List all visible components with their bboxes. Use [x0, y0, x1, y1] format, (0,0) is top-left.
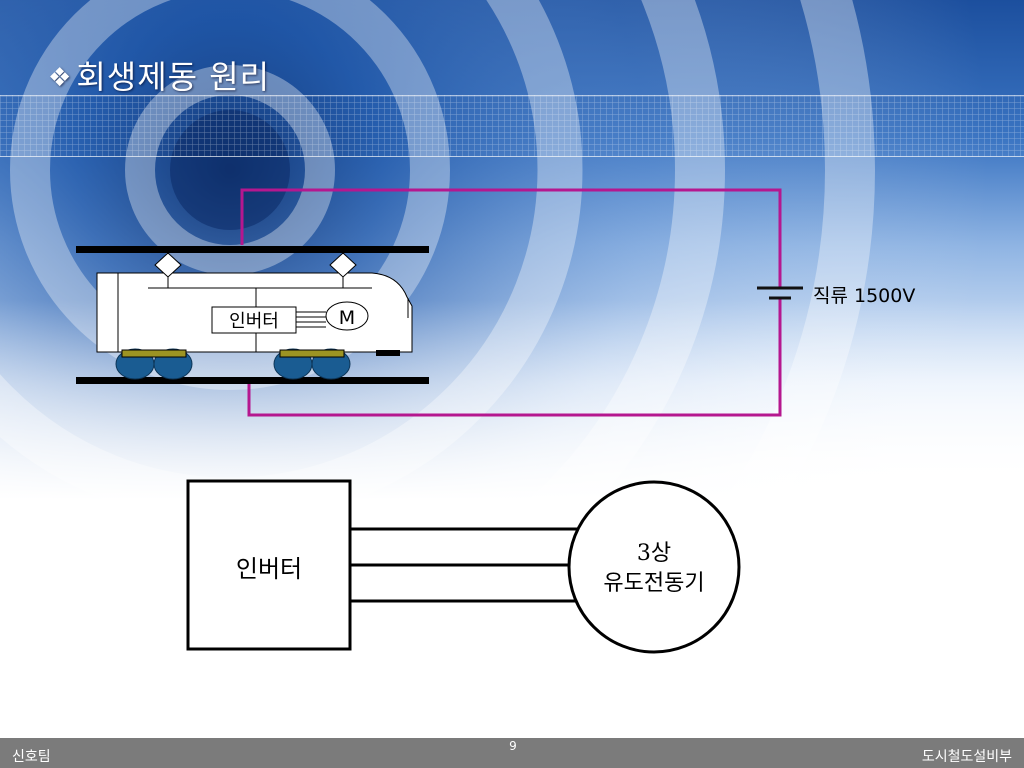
train-motor-icon: [325, 301, 369, 331]
dc-battery-icon: [757, 286, 803, 300]
diamond-bullet-icon: ❖: [48, 63, 73, 93]
track-rail: [76, 377, 429, 384]
inverter-box: [186, 479, 352, 651]
train-motor-label: M: [339, 307, 355, 329]
overhead-line: [76, 246, 429, 253]
train-inverter-label: 인버터: [229, 311, 279, 332]
bogie-frame: [121, 349, 187, 358]
rear-bogie: [273, 348, 351, 380]
circuit-wire-bottom: [247, 298, 782, 417]
power-circuit: [240, 188, 782, 417]
three-phase-lines: [350, 527, 583, 603]
pantograph-icon: [154, 252, 357, 288]
footer-team: 신호팀: [12, 749, 51, 765]
induction-motor-icon: [567, 480, 741, 654]
footer-department: 도시철도설비부: [921, 749, 1012, 765]
slide-title-text: 회생제동 원리: [76, 58, 271, 96]
slide-title: ❖회생제동 원리: [48, 52, 270, 98]
circuit-wire-top: [240, 188, 782, 288]
regenerative-braking-diagram: 직류 1500V 인버터 M: [76, 188, 915, 654]
motor-label-line1: 3상: [637, 541, 671, 566]
coupler: [376, 350, 400, 356]
power-label: 직류 1500V: [813, 285, 915, 307]
motor-label-line2: 유도전동기: [603, 571, 704, 596]
inverter-label: 인버터: [236, 555, 302, 583]
bogie-frame: [279, 349, 345, 358]
page-number: 9: [509, 739, 517, 753]
train-connection-lines: [296, 311, 326, 328]
train-inverter-box: [211, 306, 297, 334]
footer: 신호팀 9 도시철도설비부: [0, 738, 1024, 768]
front-bogie: [115, 348, 193, 380]
